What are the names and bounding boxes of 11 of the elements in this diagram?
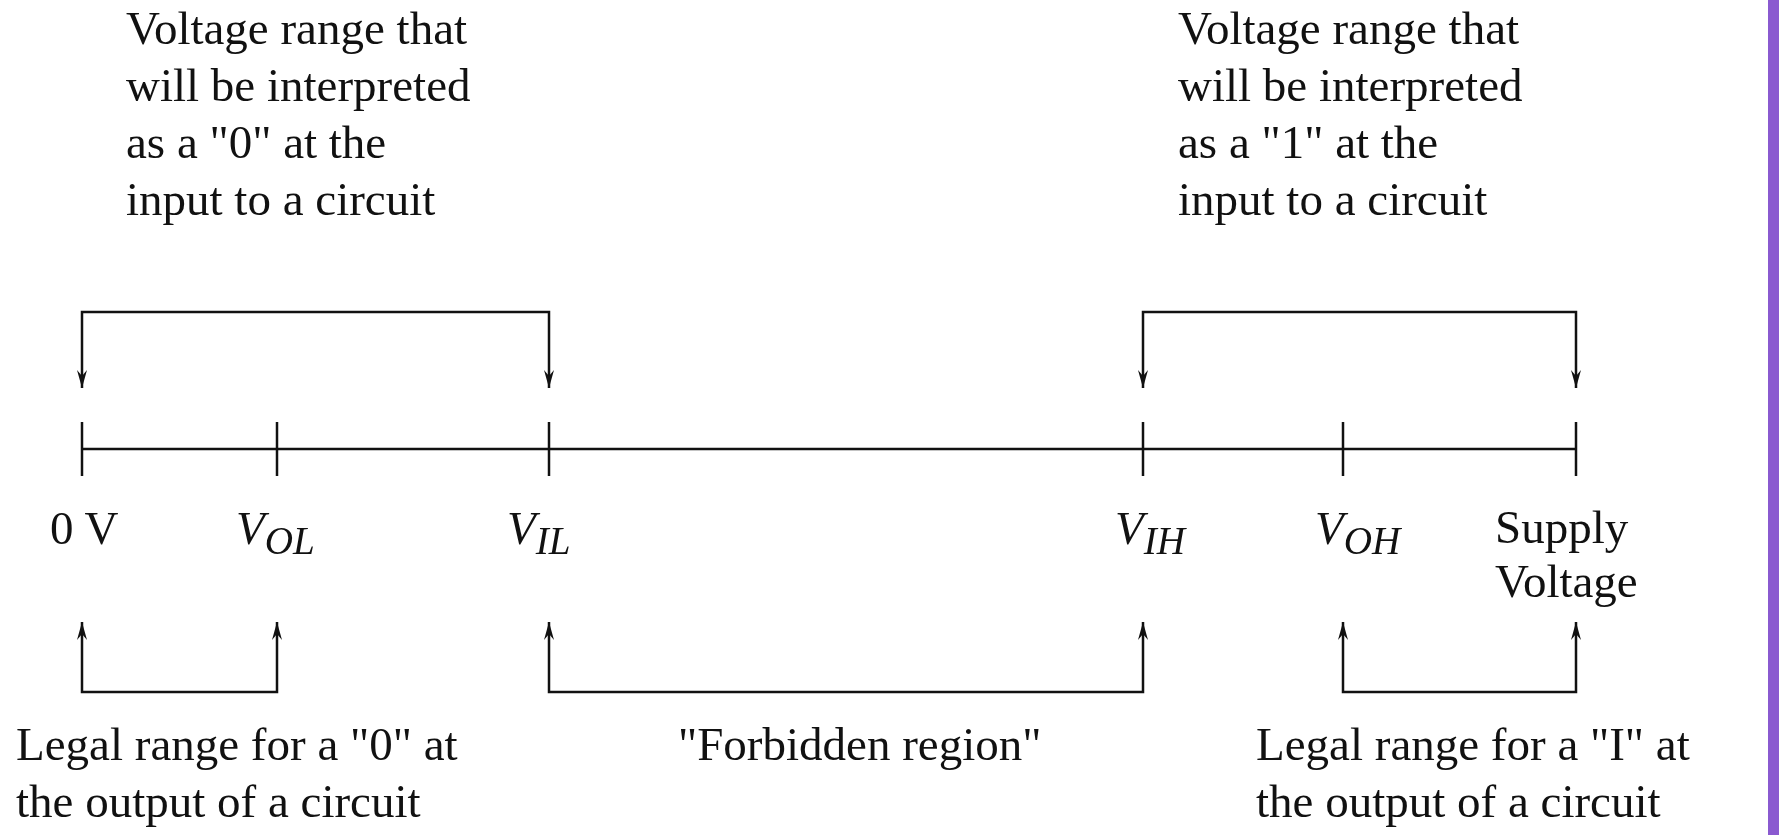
tick-label: V$_{IH}$ [1115, 501, 1186, 565]
tick-label: Supply Voltage [1495, 500, 1639, 608]
range-note: "Forbidden region" [678, 717, 1042, 772]
range-note: Legal range for a "I" at the output of a circuit [1256, 717, 1691, 829]
range-note: Voltage range that will be interpreted as a "1" at the input to a circuit [1178, 1, 1523, 227]
range-note: Legal range for a "0" at the output of a circuit [16, 717, 459, 829]
tick-label: V$_{OL}$ [236, 501, 315, 565]
tick-label: V$_{IL}$ [507, 501, 571, 565]
tick-label: V$_{OH}$ [1315, 501, 1401, 565]
tick-label: 0 V [50, 501, 119, 556]
range-note: Voltage range that will be interpreted as a "0" at the input to a circuit [126, 1, 471, 227]
